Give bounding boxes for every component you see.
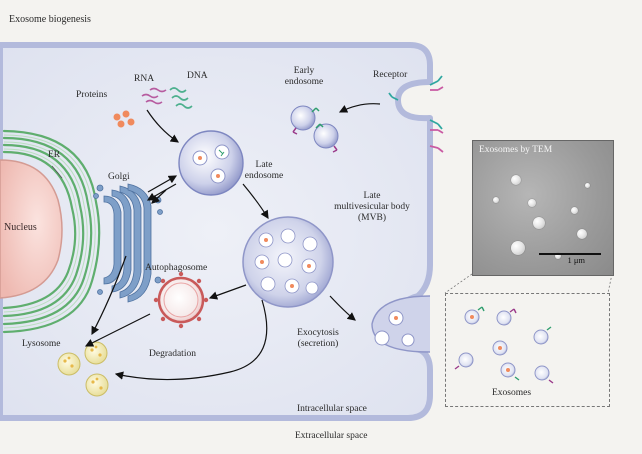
golgi-exchange-arrows (146, 175, 178, 201)
label-early-endosome: Early endosome (284, 66, 324, 87)
mvb-cargo (260, 238, 311, 288)
tem-particle (577, 229, 587, 239)
protein-dots (113, 110, 135, 128)
er-inner (3, 134, 96, 329)
dna-strands (169, 87, 193, 109)
membrane-receptors (388, 75, 444, 153)
late-endosome (178, 130, 244, 196)
exosomes-zoom-box (445, 293, 610, 407)
label-proteins: Proteins (76, 90, 108, 100)
label-receptor: Receptor (373, 70, 408, 80)
label-extracellular-space: Extracellular space (295, 431, 368, 441)
label-golgi: Golgi (108, 172, 130, 182)
label-exocytosis: Exocytosis (secretion) (297, 328, 339, 349)
tem-connectors (444, 273, 613, 294)
label-er: ER (48, 150, 61, 160)
tem-particle (511, 175, 521, 185)
late-endosome-ilv (192, 144, 230, 184)
tem-scale-label: 1 μm (567, 255, 585, 265)
label-exosomes: Exosomes (492, 388, 532, 398)
tem-image-panel: Exosomes by TEM 1 μm (472, 140, 614, 276)
lysosomes (57, 341, 109, 397)
label-intracellular-space: Intracellular space (297, 404, 367, 414)
label-rna: RNA (134, 74, 155, 84)
tem-particle (533, 217, 545, 229)
tem-title: Exosomes by TEM (479, 145, 553, 155)
label-nucleus: Nucleus (4, 222, 37, 233)
tem-particle (585, 183, 590, 188)
exocytosis-mvb (371, 295, 431, 353)
nucleus (0, 159, 63, 299)
label-late-mvb: Late multivesicular body (MVB) (334, 191, 410, 223)
er (2, 129, 101, 334)
label-late-endosome: Late endosome (244, 160, 284, 181)
exosome-particles (454, 306, 554, 384)
tem-particle (511, 241, 525, 255)
rna-strands (141, 87, 167, 105)
tem-particle (555, 253, 561, 259)
tem-particle (493, 197, 499, 203)
tem-particle (571, 207, 578, 214)
er-leader (51, 165, 63, 179)
label-autophagosome: Autophagosome (145, 263, 208, 273)
mvb-ilv (254, 228, 319, 295)
label-degradation: Degradation (149, 349, 196, 359)
tem-scale-bar (539, 253, 601, 255)
pathway-arrows (84, 103, 381, 381)
autophagosome (153, 271, 209, 329)
label-lysosome: Lysosome (22, 339, 61, 349)
diagram-title: Exosome biogenesis (9, 14, 91, 25)
early-endosome (290, 105, 339, 153)
golgi-apparatus (93, 183, 163, 303)
label-dna: DNA (187, 71, 208, 81)
tem-particle (528, 199, 536, 207)
